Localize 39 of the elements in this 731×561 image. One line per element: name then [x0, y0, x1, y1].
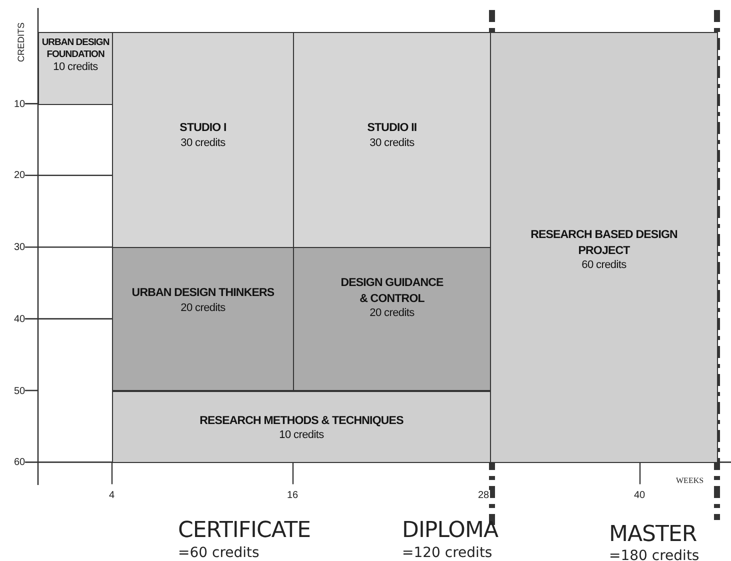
credits-text: 20 credits	[180, 302, 226, 314]
block-title: RESEARCH BASED DESIGN PROJECT	[530, 228, 678, 259]
course-block	[112, 32, 294, 248]
tick-label: 20	[14, 170, 26, 182]
block-title: STUDIO II	[366, 121, 418, 136]
block-title: STUDIO I	[178, 121, 228, 136]
credits-text: 30 credits	[368, 136, 416, 149]
course-block	[490, 32, 718, 464]
course-block	[38, 32, 113, 105]
qualification-name: DIPLOMA	[402, 518, 498, 543]
axis-title: WEEKS	[676, 476, 704, 485]
credit-total: =180 credits	[609, 548, 700, 561]
block-title: RESEARCH METHODS & TECHNIQUES	[198, 414, 404, 428]
tick-label: 40	[634, 490, 646, 501]
tick-label: 28	[477, 490, 490, 501]
block-title: URBAN DESIGN THINKERS	[130, 286, 276, 302]
credits-text: 60 credits	[580, 259, 628, 272]
credit-total: =60 credits	[178, 545, 260, 561]
axis-title: CREDITS	[16, 22, 26, 62]
credits-text: 10 credits	[52, 60, 99, 73]
tick-label: 60	[14, 457, 26, 468]
tick-label: 30	[14, 242, 26, 254]
tick-label: 4	[109, 490, 115, 501]
block-title: URBAN DESIGN FOUNDATION	[40, 37, 110, 61]
credits-text: 20 credits	[368, 307, 416, 320]
credit-total: =120 credits	[402, 545, 492, 561]
course-block	[293, 247, 491, 392]
qualification-name: CERTIFICATE	[178, 518, 311, 543]
tick-label: 50	[14, 386, 26, 396]
tick-label: 16	[287, 490, 298, 501]
tick-label: 10	[14, 98, 26, 110]
course-block	[293, 32, 491, 248]
credits-text: 10 credits	[278, 429, 325, 442]
qualification-name: MASTER	[609, 522, 697, 547]
course-block	[112, 390, 491, 464]
tick-label: 40	[14, 314, 26, 325]
credits-text: 30 credits	[180, 136, 226, 149]
course-block	[112, 247, 294, 392]
block-title: DESIGN GUIDANCE & CONTROL	[340, 276, 444, 307]
